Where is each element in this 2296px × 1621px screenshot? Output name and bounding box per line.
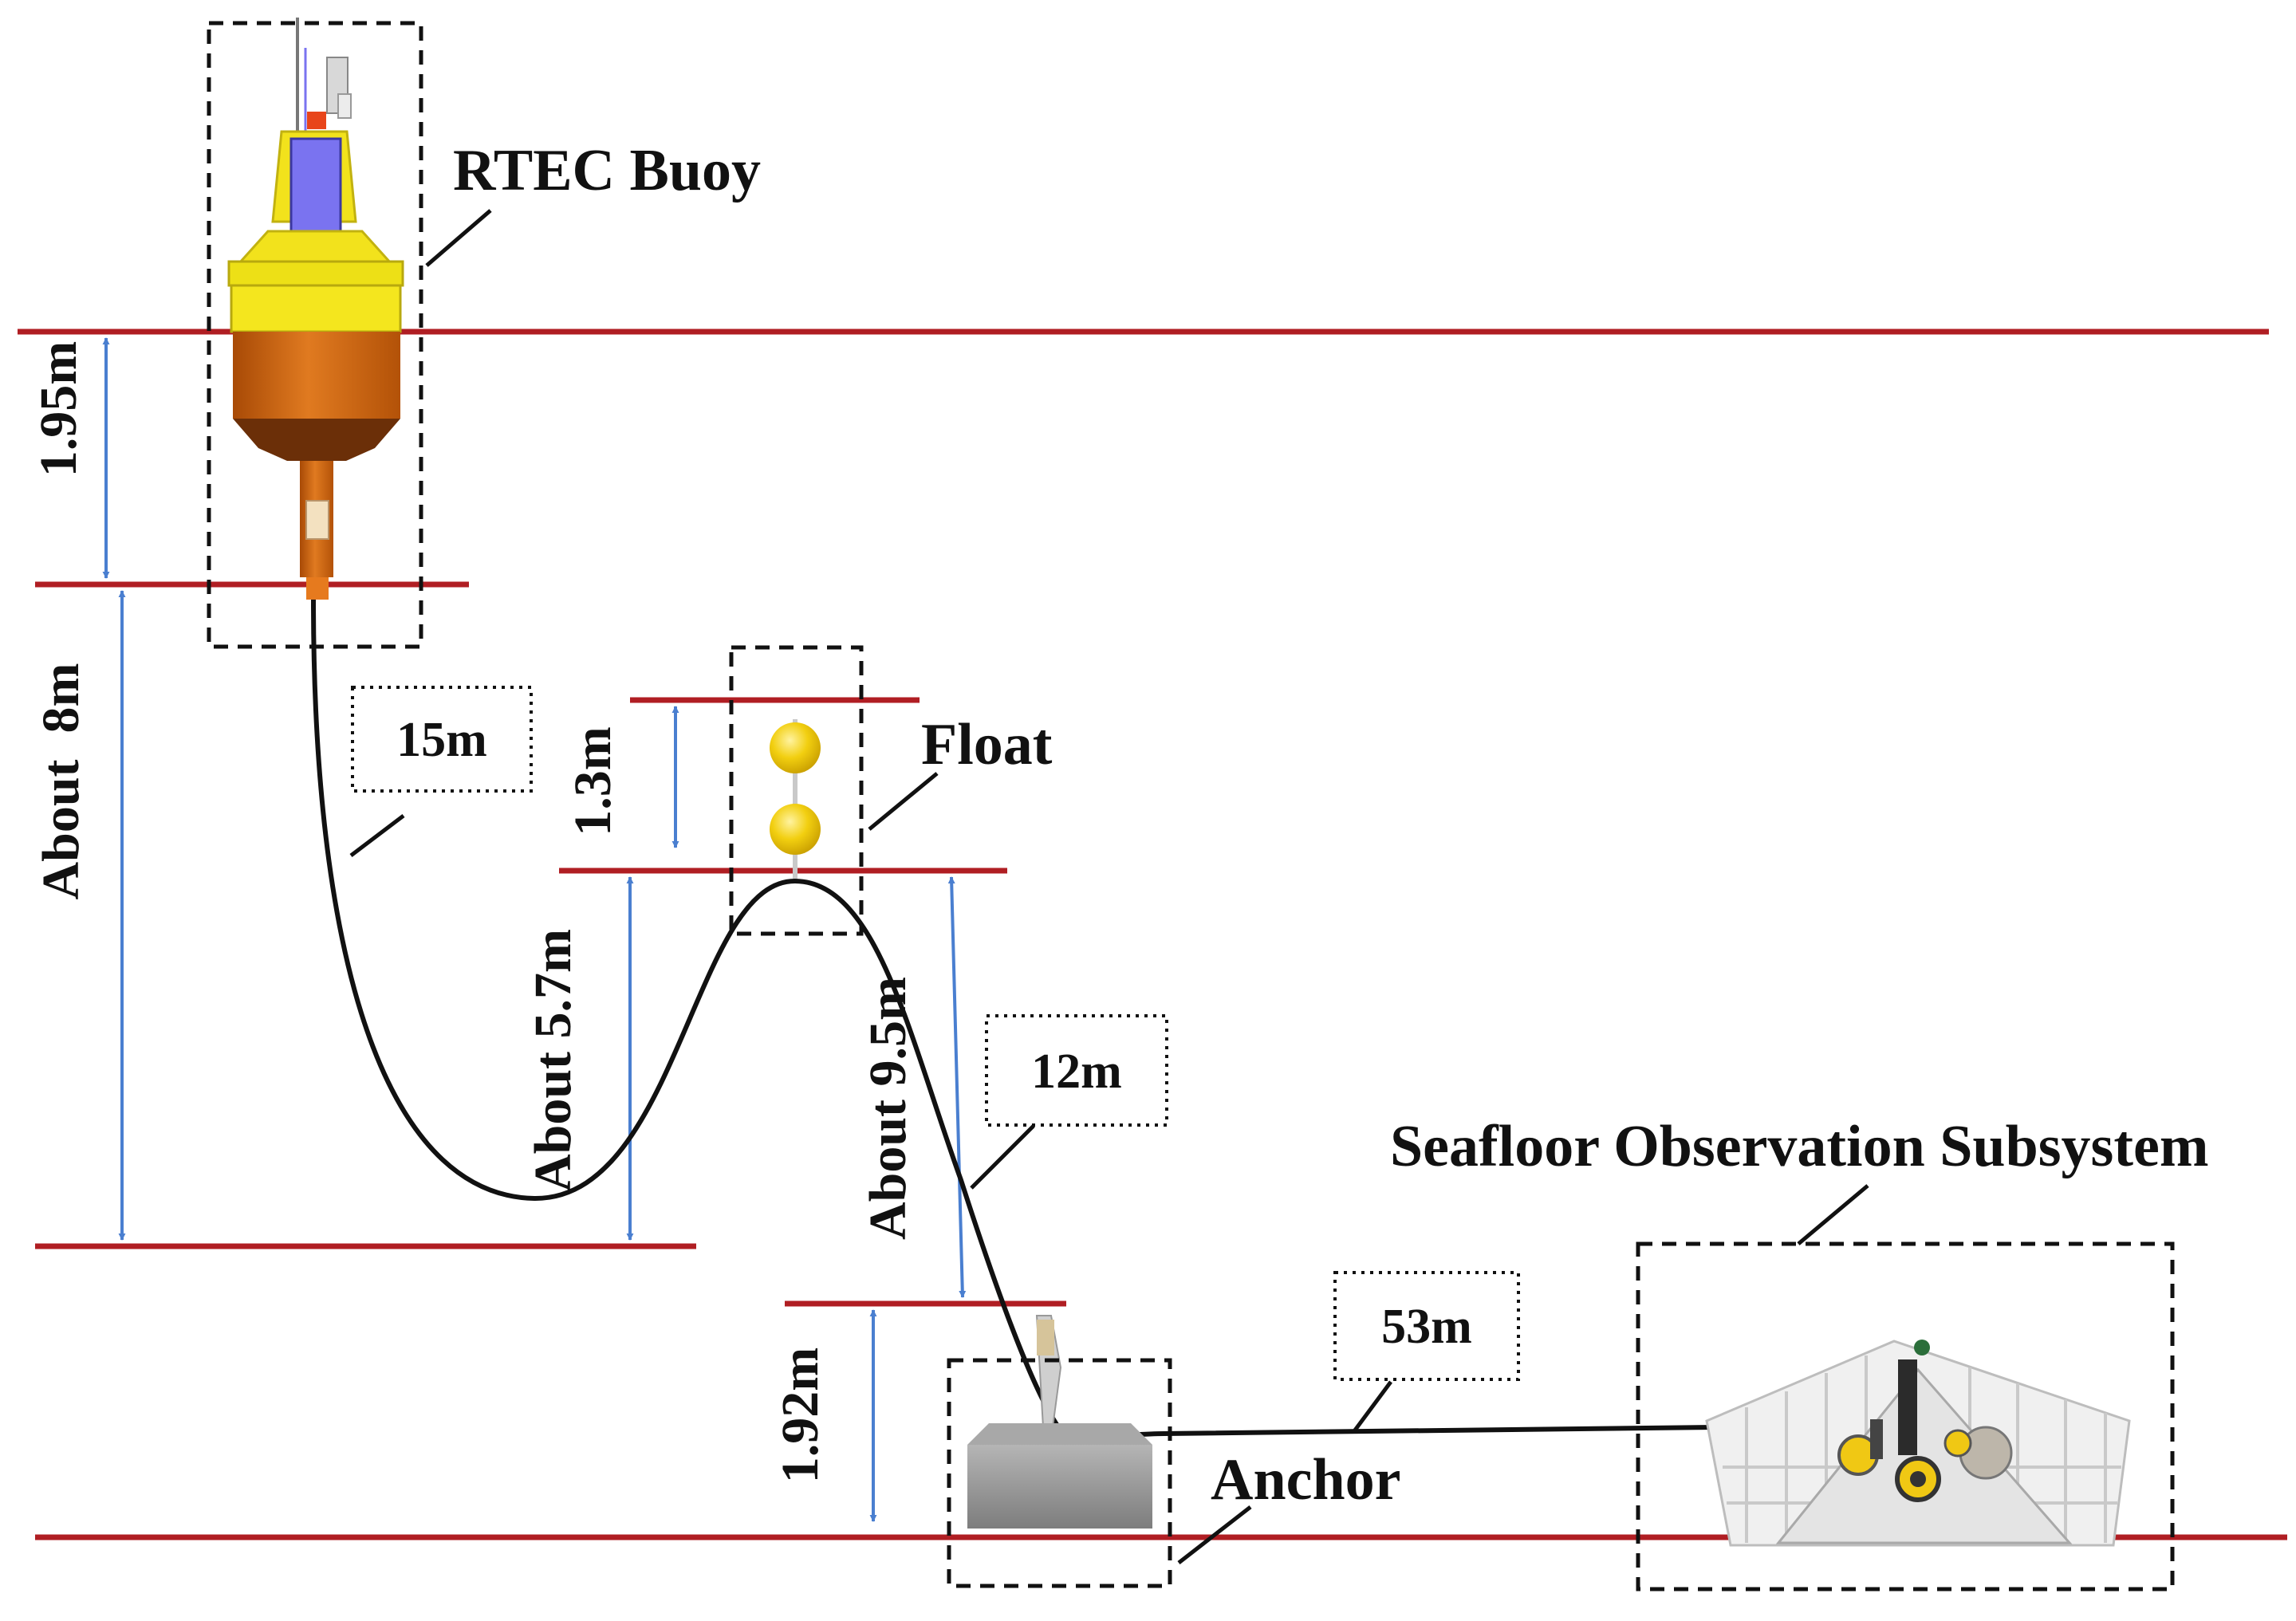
float-illustration	[770, 719, 821, 883]
dim-label-buoy-to-trough: About 8m	[32, 663, 90, 899]
dim-label-float-to-trough: About 5.7m	[524, 929, 582, 1192]
cable-box-53m	[1333, 1271, 1520, 1381]
leader-buoy	[425, 209, 492, 267]
leader-lines	[349, 209, 1869, 1564]
dim-label-float-to-anchor: About 9.5m	[859, 977, 917, 1240]
solar-panel-icon	[289, 137, 342, 247]
level-lines	[18, 329, 2287, 1540]
arrow-float-to-anchor	[947, 876, 967, 1298]
instrument-sensor-icon	[1914, 1340, 1930, 1355]
cable-length-53m: 53m	[1381, 1300, 1472, 1354]
leader-53m	[1352, 1380, 1393, 1433]
anchor-box	[947, 1358, 1172, 1588]
seafloor-box	[1636, 1241, 2175, 1591]
label-seafloor-subsystem: Seafloor Observation Subsystem	[1390, 1114, 2208, 1179]
buoy-illustration	[227, 18, 404, 600]
cable-length-boxes	[351, 686, 1520, 1381]
leader-anchor	[1177, 1505, 1252, 1564]
instrument-housing	[1898, 1359, 1917, 1455]
dim-label-buoy-draft: 1.95m	[30, 341, 88, 477]
cable-length-15m: 15m	[396, 713, 487, 767]
dashed-boxes	[207, 21, 2175, 1591]
cable-box-15m	[351, 686, 533, 793]
anchor-illustration	[967, 1315, 1152, 1529]
cable-box-12m	[985, 1014, 1168, 1127]
leader-15m	[349, 814, 405, 857]
beacon-light-icon	[307, 112, 326, 129]
seafloor-frame-illustration	[1705, 1340, 2131, 1547]
float-ball-lower	[770, 804, 821, 855]
dimension-arrows	[102, 337, 967, 1522]
float-box	[729, 645, 864, 936]
leader-float	[868, 772, 939, 831]
leader-12m	[970, 1124, 1035, 1190]
leader-seafloor	[1797, 1184, 1869, 1245]
label-rtec-buoy: RTEC Buoy	[453, 138, 761, 203]
dim-label-float-height: 1.3m	[564, 726, 622, 836]
float-ball-upper	[770, 722, 821, 773]
dim-label-anchor-height: 1.92m	[771, 1348, 829, 1483]
label-float: Float	[921, 712, 1053, 777]
buoy-box	[207, 21, 423, 649]
cable-length-12m: 12m	[1031, 1045, 1122, 1099]
label-anchor: Anchor	[1211, 1447, 1400, 1513]
anchor-block	[967, 1445, 1152, 1529]
